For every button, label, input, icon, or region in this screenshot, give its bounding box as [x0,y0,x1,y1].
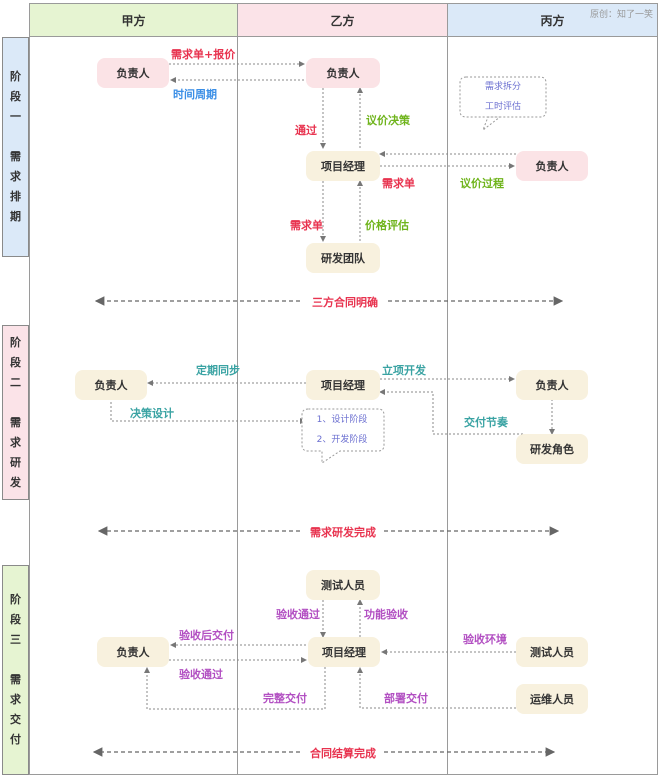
column-header-label: 甲方 [121,13,146,28]
node-party-c-ops: 运维人员 [516,684,588,714]
column-header-party-c: 丙方 [447,3,658,37]
node-party-a-owner-p3: 负责人 [97,637,169,667]
label-approve: 通过 [295,124,317,137]
label-decision-design: 决策设计 [130,407,174,420]
swimlane-body [29,37,658,775]
phase-label-2: 阶段二 需求研发 [2,325,29,500]
label-deliver-after-accept: 验收后交付 [179,629,234,642]
arrow-full-delivery [144,667,326,710]
column-header-party-b: 乙方 [237,3,448,37]
phase-label-char: 求 [10,693,21,706]
phase-label-char: 三 [10,633,21,646]
node-party-b-tester: 测试人员 [306,570,380,600]
node-label: 负责人 [326,67,360,80]
node-label: 项目经理 [321,160,365,173]
label-func-accept: 功能验收 [364,608,408,621]
lane-divider [237,37,238,775]
node-party-a-owner-p2: 负责人 [75,370,147,400]
node-party-b-pm-p2: 项目经理 [306,370,380,400]
label-accept-env: 验收环境 [463,633,507,646]
node-label: 测试人员 [321,579,365,592]
arrow-decision-design [110,398,306,424]
milestone-label-1: 三方合同明确 [312,296,378,309]
arrow-delivery-rhythm [379,389,523,435]
milestone-label-3: 合同结算完成 [310,747,376,760]
label-price-decision: 议价决策 [366,114,410,127]
node-label: 研发角色 [530,443,574,456]
bubble-phase1: 需求拆分 工时评估 [460,77,546,117]
label-sync: 定期同步 [196,364,240,377]
phase-label-char: 排 [10,190,21,203]
phase-label-char: 交 [10,713,21,726]
phase-label-char: 段 [10,90,21,103]
node-label: 负责人 [116,646,150,659]
bubble-shape-phase1 [459,76,547,132]
bubble-phase2: 1、设计阶段 2、开发阶段 [306,410,378,450]
node-party-b-pm-p3: 项目经理 [308,637,380,667]
phase-label-char: 求 [10,170,21,183]
phase-label-char: 求 [10,435,21,449]
label-req-quote: 需求单+报价 [171,48,236,61]
phase-label-char: 研 [10,455,21,469]
bubble-line: 工时评估 [484,102,521,112]
label-accept-pass: 验收通过 [179,668,223,681]
node-label: 负责人 [535,379,569,392]
node-label: 项目经理 [321,379,365,392]
phase-label-char: 需 [10,150,21,163]
node-party-c-dev-role: 研发角色 [516,434,588,464]
node-party-b-dev-team: 研发团队 [306,243,380,273]
phase-label-char: 需 [10,673,21,686]
label-accept-pass-top: 验收通过 [276,608,320,621]
node-label: 研发团队 [321,252,365,265]
phase-label-char: 阶 [10,70,21,83]
label-full-delivery: 完整交付 [263,692,307,705]
phase-label-char: 段 [10,355,21,369]
label-time-period: 时间周期 [173,88,217,101]
node-label: 负责人 [535,160,569,173]
node-party-b-owner: 负责人 [306,58,380,88]
node-label: 负责人 [116,67,150,80]
label-kickoff: 立项开发 [382,364,426,377]
node-party-a-owner: 负责人 [97,58,169,88]
label-req-order-down: 需求单 [290,219,323,232]
node-party-c-tester: 测试人员 [516,637,588,667]
node-party-c-owner-p2: 负责人 [516,370,588,400]
bubble-line: 1、设计阶段 [316,415,368,425]
label-price-eval: 价格评估 [365,219,409,232]
credit-text: 原创：知了一笑 [590,10,654,20]
node-party-b-pm: 项目经理 [306,151,380,181]
phase-label-char: 阶 [10,335,21,349]
column-header-label: 乙方 [330,13,355,28]
arrow-deploy-delivery [357,667,516,709]
bubble-line: 2、开发阶段 [316,435,368,445]
node-party-c-owner: 负责人 [516,151,588,181]
lane-divider [447,37,448,775]
phase-label-char: 一 [10,110,21,123]
column-header-label: 丙方 [540,13,565,28]
phase-label-char: 段 [10,613,21,626]
phase-label-char: 阶 [10,593,21,606]
label-deploy-delivery: 部署交付 [384,692,428,705]
node-label: 项目经理 [322,646,366,659]
node-label: 测试人员 [530,646,574,659]
bubble-shape-phase2 [301,408,385,464]
phase-label-1: 阶段一 需求排期 [2,37,29,257]
milestone-label-2: 需求研发完成 [310,526,376,539]
phase-label-char: 需 [10,415,21,429]
label-delivery-rhythm: 交付节奏 [464,416,508,429]
node-label: 负责人 [94,379,128,392]
label-req-order-right: 需求单 [382,177,415,190]
phase-label-char: 二 [10,375,21,389]
phase-label-char: 期 [10,210,21,223]
column-header-party-a: 甲方 [29,3,238,37]
phase-label-char: 发 [10,475,21,489]
phase-label-char: 付 [10,733,21,746]
label-negotiation: 议价过程 [460,177,504,190]
node-label: 运维人员 [530,693,574,706]
bubble-line: 需求拆分 [484,82,521,92]
phase-label-3: 阶段三 需求交付 [2,565,29,775]
